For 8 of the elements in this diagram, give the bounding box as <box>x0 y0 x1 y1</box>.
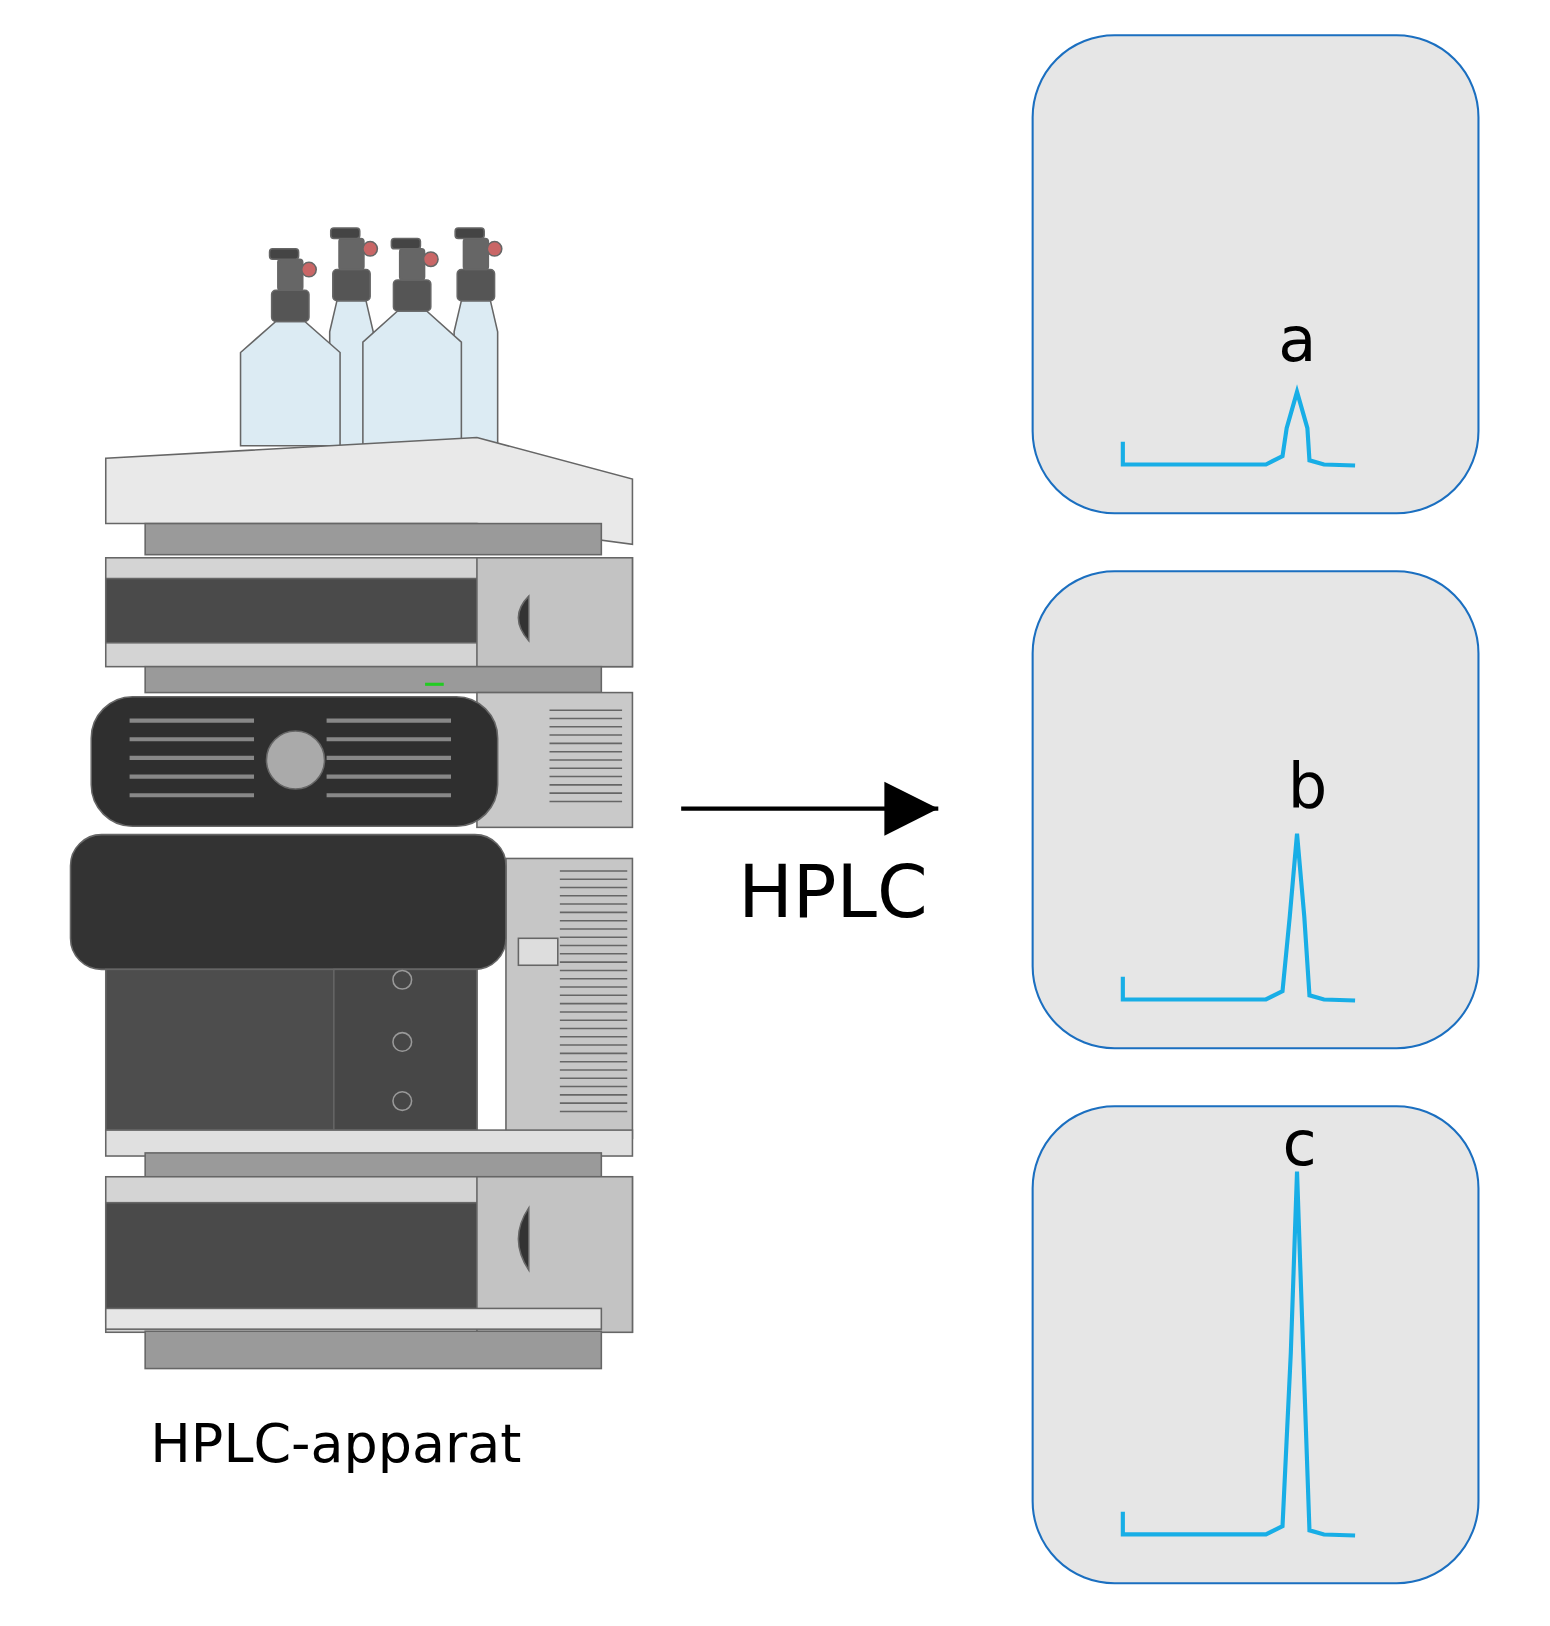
peak-label: b <box>1287 753 1328 816</box>
peak-label: a <box>1278 307 1317 371</box>
arrow <box>681 781 939 836</box>
chromatogram-panel <box>1031 570 1480 1050</box>
chromatogram-panel <box>1031 1105 1480 1585</box>
node-label: HPLC-apparat <box>150 1412 522 1475</box>
peak-label: c <box>1282 1112 1317 1175</box>
chromatogram-panel <box>1031 34 1480 515</box>
